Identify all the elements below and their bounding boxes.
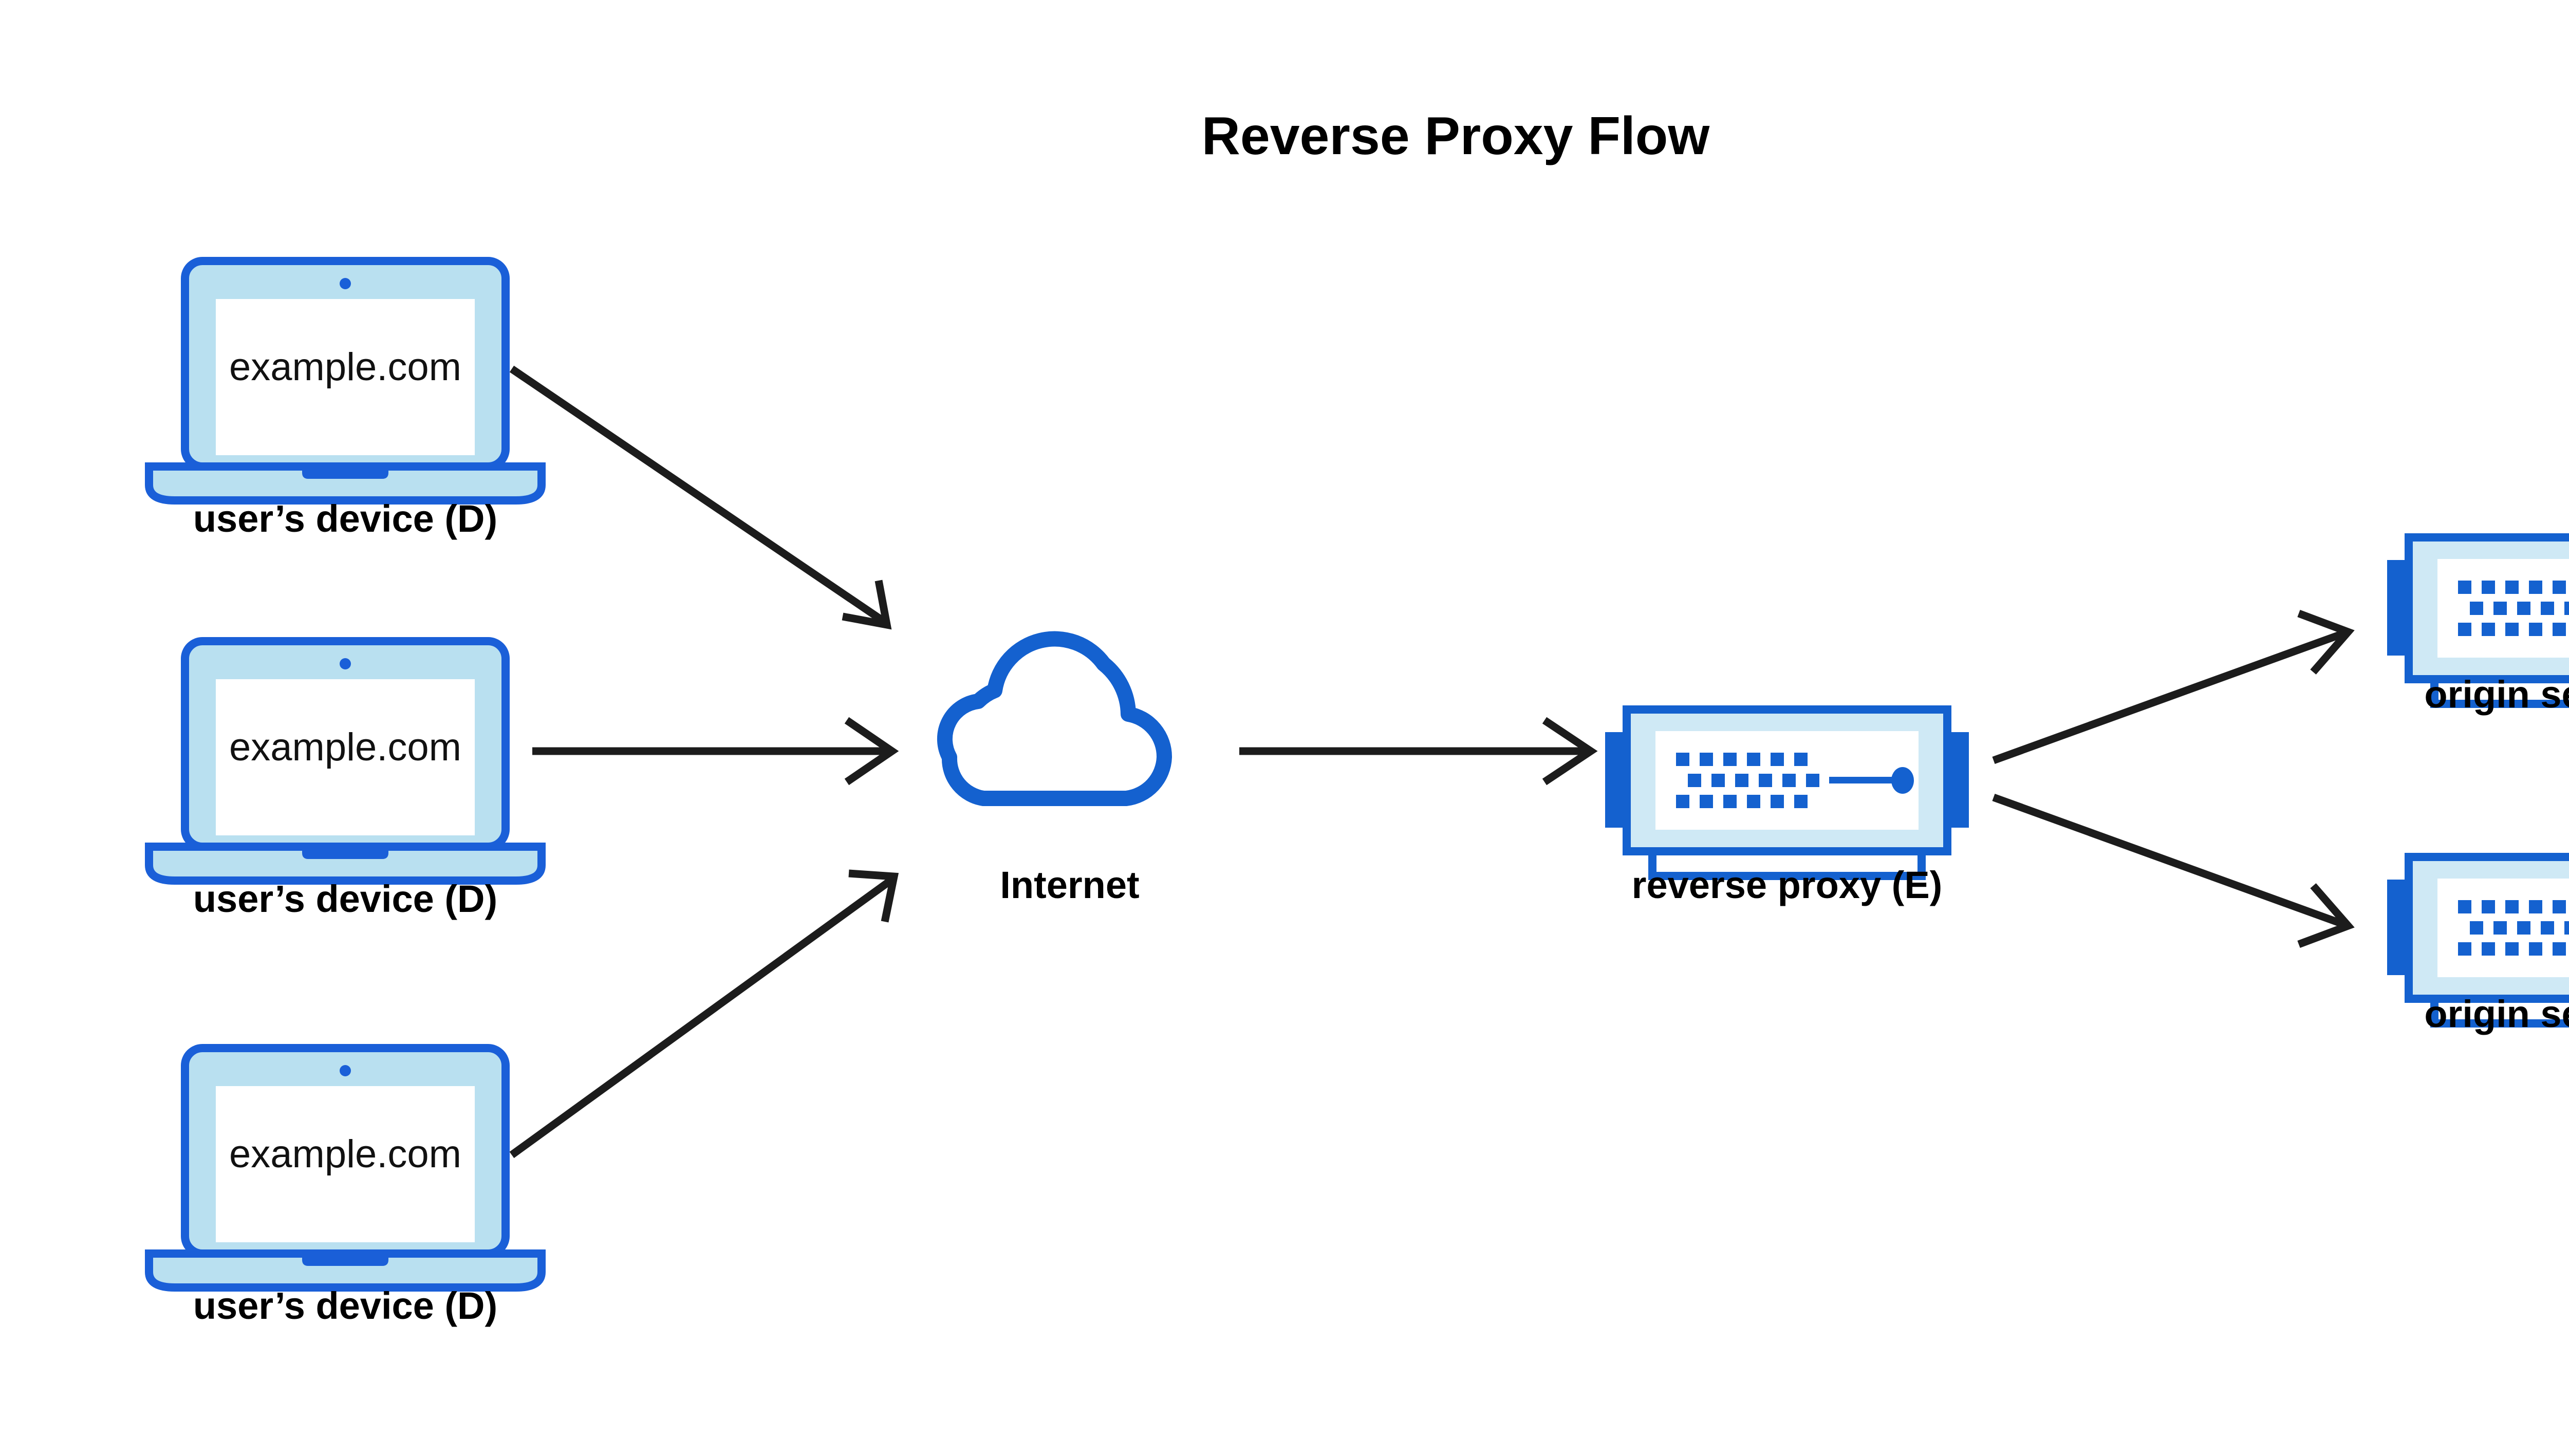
edge-device-top-to-internet bbox=[509, 365, 892, 630]
device-screen-text: example.com bbox=[229, 345, 461, 389]
node-origin-bottom[interactable]: origin server (F) bbox=[2387, 857, 2569, 1035]
server-icon bbox=[1605, 710, 1969, 876]
node-device-top[interactable]: example.com user’s device (D) bbox=[149, 261, 542, 540]
cloud-icon bbox=[945, 639, 1164, 798]
page-title: Reverse Proxy Flow bbox=[1202, 106, 1710, 166]
device-label: user’s device (D) bbox=[193, 497, 497, 540]
node-origin-top[interactable]: origin server (F) bbox=[2387, 537, 2569, 716]
internet-label: Internet bbox=[1000, 864, 1139, 906]
device-label: user’s device (D) bbox=[193, 1284, 497, 1327]
edge-device-bottom-to-internet bbox=[509, 869, 899, 1159]
node-device-middle[interactable]: example.com user’s device (D) bbox=[149, 641, 542, 920]
origin-server-label: origin server (F) bbox=[2424, 673, 2569, 716]
reverse-proxy-label: reverse proxy (E) bbox=[1632, 864, 1943, 906]
node-device-bottom[interactable]: example.com user’s device (D) bbox=[149, 1048, 542, 1327]
edge-internet-to-proxy bbox=[1239, 717, 1598, 786]
edge-device-middle-to-internet bbox=[532, 717, 899, 786]
edge-proxy-to-origin-bottom bbox=[1992, 793, 2355, 948]
edge-proxy-to-origin-top bbox=[1992, 609, 2355, 764]
node-reverse-proxy[interactable]: reverse proxy (E) bbox=[1605, 710, 1969, 906]
device-screen-text: example.com bbox=[229, 1132, 461, 1176]
origin-server-label: origin server (F) bbox=[2424, 993, 2569, 1035]
node-internet-cloud[interactable]: Internet bbox=[945, 639, 1164, 906]
device-label: user’s device (D) bbox=[193, 878, 497, 920]
device-screen-text: example.com bbox=[229, 725, 461, 769]
